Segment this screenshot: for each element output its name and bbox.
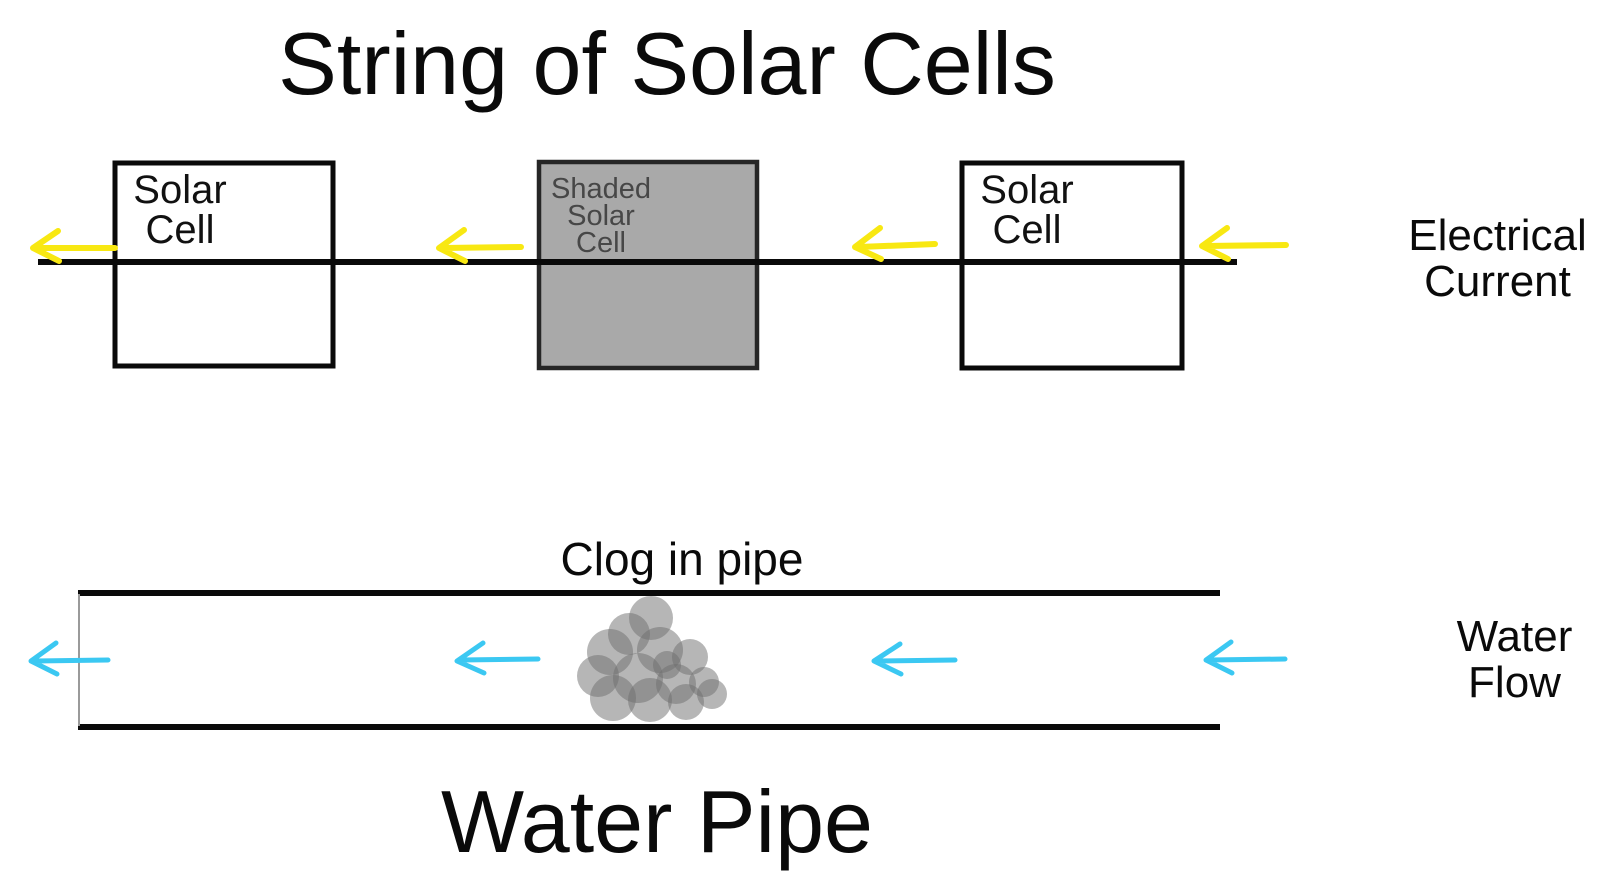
solar-cell-1-label: Solar Cell [133, 168, 227, 252]
electrical-current-arrows [30, 225, 1289, 264]
solar-cell-box-2 [959, 160, 1185, 371]
water-flow-label: Water Flow [1456, 612, 1573, 707]
left-arrow-icon-cyan-4 [1203, 639, 1288, 676]
left-arrow-icon-yellow-4 [1199, 225, 1289, 262]
clog-in-pipe-label: Clog in pipe [560, 533, 804, 585]
left-arrow-icon-cyan-3 [871, 641, 958, 677]
left-arrow-icon-yellow-3 [852, 225, 938, 262]
shaded-solar-cell-label: Shaded Solar Cell [551, 173, 651, 259]
diagram-title-water-pipe: Water Pipe [440, 772, 873, 871]
left-arrow-icon-yellow-2 [436, 227, 524, 264]
diagram-title-solar-string: String of Solar Cells [278, 14, 1056, 113]
left-arrow-icon-yellow-1 [30, 228, 118, 264]
water-flow-arrows [28, 639, 1288, 677]
electrical-current-label: Electrical Current [1408, 211, 1587, 306]
solar-cell-2-label: Solar Cell [980, 168, 1074, 252]
left-arrow-icon-cyan-1 [28, 640, 111, 677]
clog-circles [577, 596, 727, 722]
left-arrow-icon-cyan-2 [454, 640, 541, 676]
